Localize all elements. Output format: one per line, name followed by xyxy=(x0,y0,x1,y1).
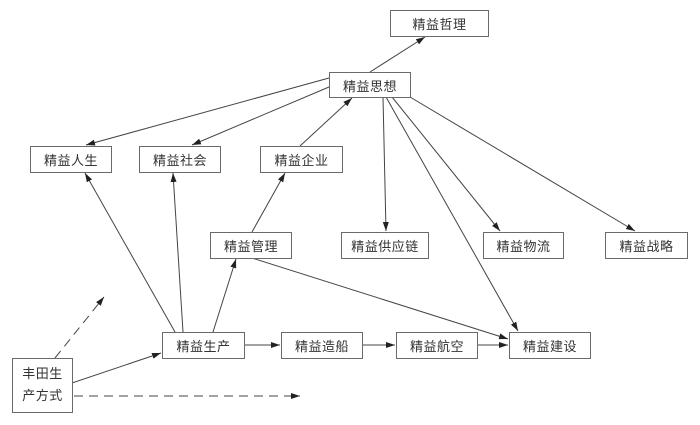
node-lean-philosophy: 精益哲理 xyxy=(390,10,489,37)
edge-thinking-life xyxy=(85,77,330,146)
edge-toyota-production xyxy=(71,352,162,384)
edge-thinking-philosophy xyxy=(369,36,426,73)
node-lean-enterprise: 精益企业 xyxy=(260,146,343,173)
edge-enterprise-thinking xyxy=(299,97,353,147)
edge-toyota-dashed-up xyxy=(54,296,105,359)
edge-thinking-society xyxy=(191,86,330,146)
edge-production-society xyxy=(170,172,184,333)
edge-thinking-supply-chain xyxy=(382,96,389,232)
toyota-label-line1: 丰田生 xyxy=(22,366,63,382)
edge-thinking-construction xyxy=(385,96,519,332)
node-lean-society: 精益社会 xyxy=(139,146,221,173)
node-lean-strategy: 精益战略 xyxy=(605,232,688,259)
edge-thinking-strategy xyxy=(409,96,636,232)
node-lean-production: 精益生产 xyxy=(162,332,245,359)
node-lean-life: 精益人生 xyxy=(30,146,112,173)
node-lean-construction: 精益建设 xyxy=(509,332,591,359)
edge-production-life xyxy=(84,172,176,333)
edge-management-enterprise xyxy=(251,172,286,233)
toyota-label-line2: 产方式 xyxy=(22,388,63,404)
node-lean-management: 精益管理 xyxy=(210,232,292,259)
node-lean-logistics: 精益物流 xyxy=(483,232,564,259)
node-lean-supply-chain: 精益供应链 xyxy=(341,232,429,259)
node-toyota-production-system: 丰田生 产方式 xyxy=(12,358,73,413)
node-lean-shipbuilding: 精益造船 xyxy=(281,332,363,359)
edge-management-construction xyxy=(251,257,509,340)
node-lean-thinking: 精益思想 xyxy=(329,72,411,98)
edge-production-management xyxy=(212,258,237,333)
edge-thinking-logistics xyxy=(391,96,501,232)
node-lean-aviation: 精益航空 xyxy=(396,332,478,359)
